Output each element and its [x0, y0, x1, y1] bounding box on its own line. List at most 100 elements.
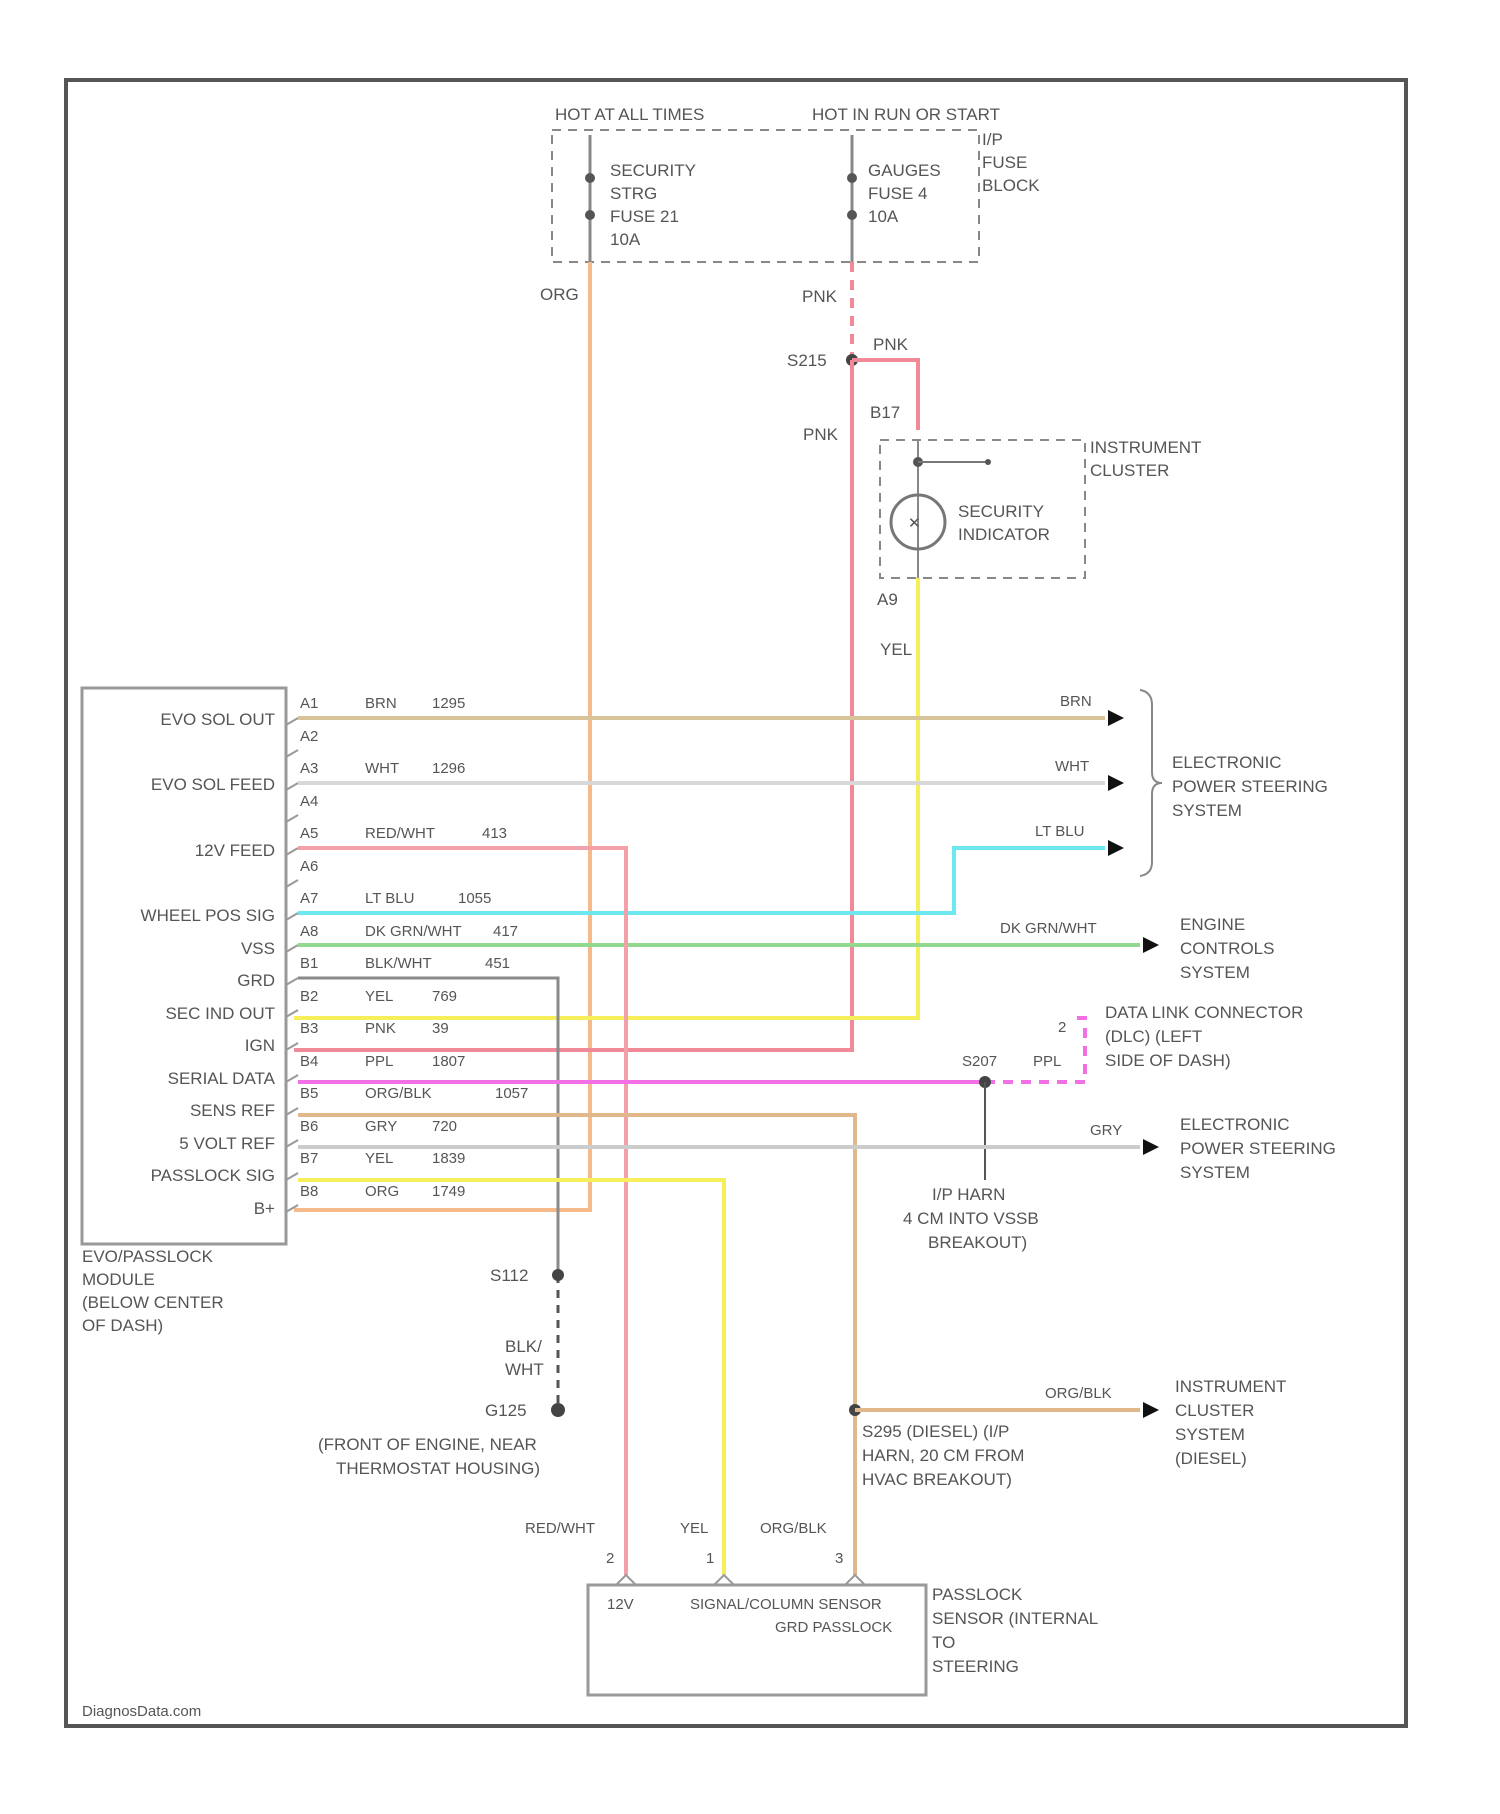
module-pin-ids: A1 A2 A3 A4 A5 A6 A7 A8 B1 B2 B3 B4 B5 B…: [300, 695, 318, 1200]
yel-cluster-label: YEL: [880, 640, 912, 659]
footer-watermark: DiagnosData.com: [82, 1703, 201, 1720]
fuse1-line4: 10A: [610, 230, 641, 249]
pin-id-a5: A5: [300, 825, 318, 842]
wht-right-label: WHT: [1055, 758, 1089, 775]
dlc-line1: DATA LINK CONNECTOR: [1105, 1003, 1303, 1022]
pin-12v-feed: 12V FEED: [195, 841, 275, 860]
diagram-frame: [66, 80, 1406, 1726]
wire-b6-circuit: 720: [432, 1118, 457, 1135]
wire-blkwht: [298, 978, 558, 1275]
pin-id-a2: A2: [300, 728, 318, 745]
sensor-wire1-label: RED/WHT: [525, 1520, 595, 1537]
sensor-label-3: TO: [932, 1633, 955, 1652]
wire-yel-secind: [294, 578, 918, 1018]
sensor-pin-12v: 12V: [607, 1596, 634, 1613]
fuse2-line3: 10A: [868, 207, 899, 226]
b17-label: B17: [870, 403, 900, 422]
a9-label: A9: [877, 590, 898, 609]
pnk3-label: PNK: [803, 425, 839, 444]
wire-b7-color: YEL: [365, 1150, 393, 1167]
pin-id-a6: A6: [300, 858, 318, 875]
wire-b4-circuit: 1807: [432, 1053, 465, 1070]
org-label: ORG: [540, 285, 579, 304]
s295-line2: HARN, 20 CM FROM: [862, 1446, 1024, 1465]
cluster-label-2: CLUSTER: [1090, 461, 1169, 480]
cluster-label-1: INSTRUMENT: [1090, 438, 1201, 457]
eps2-line3: SYSTEM: [1180, 1163, 1250, 1182]
eps2-line1: ELECTRONIC: [1180, 1115, 1290, 1134]
sensor-label-1: PASSLOCK: [932, 1585, 1023, 1604]
pin-id-b7: B7: [300, 1150, 318, 1167]
ground-g125-icon: [551, 1403, 565, 1417]
wire-ltblu: [298, 848, 1105, 913]
pin-id-a1: A1: [300, 695, 318, 712]
pin-vss: VSS: [241, 939, 275, 958]
pin-evo-sol-out: EVO SOL OUT: [160, 710, 275, 729]
ip-harn-line3: BREAKOUT): [928, 1233, 1027, 1252]
wire-b8-circuit: 1749: [432, 1183, 465, 1200]
wire-b2-circuit: 769: [432, 988, 457, 1005]
dlc-pin-label: 2: [1058, 1019, 1066, 1036]
module-label-1: EVO/PASSLOCK: [82, 1247, 214, 1266]
eps1-line1: ELECTRONIC: [1172, 753, 1282, 772]
pin-id-b5: B5: [300, 1085, 318, 1102]
wire-a1-color: BRN: [365, 695, 397, 712]
fuse-block-label-2: FUSE: [982, 153, 1027, 172]
fuse-block-label-3: BLOCK: [982, 176, 1040, 195]
blkwht-label-2: WHT: [505, 1360, 544, 1379]
pnk2-label: PNK: [873, 335, 909, 354]
orgblk-right-label: ORG/BLK: [1045, 1385, 1112, 1402]
module-label-3: (BELOW CENTER: [82, 1293, 224, 1312]
wire-b5-circuit: 1057: [495, 1085, 528, 1102]
dlc-line2: (DLC) (LEFT: [1105, 1027, 1202, 1046]
sensor-label-2: SENSOR (INTERNAL: [932, 1609, 1098, 1628]
fuse2-term-bot: [847, 210, 857, 220]
indicator-label-2: INDICATOR: [958, 525, 1050, 544]
sensor-label-4: STEERING: [932, 1657, 1019, 1676]
wire-b2-color: YEL: [365, 988, 393, 1005]
brn-right-label: BRN: [1060, 693, 1092, 710]
sensor-wire2-label: YEL: [680, 1520, 708, 1537]
arrow-dkgrn: [1143, 937, 1159, 953]
wire-a3-color: WHT: [365, 760, 399, 777]
fuse1-line3: FUSE 21: [610, 207, 679, 226]
wire-b7-circuit: 1839: [432, 1150, 465, 1167]
wire-b1-circuit: 451: [485, 955, 510, 972]
eps2-line2: POWER STEERING: [1180, 1139, 1336, 1158]
ecs-line3: SYSTEM: [1180, 963, 1250, 982]
wire-ppl-dash: [985, 1018, 1085, 1082]
fuse1-line2: STRG: [610, 184, 657, 203]
wire-a8-color: DK GRN/WHT: [365, 923, 462, 940]
gry-right-label: GRY: [1090, 1122, 1122, 1139]
hot-at-all-times-label: HOT AT ALL TIMES: [555, 105, 704, 124]
fuse2-term-top: [847, 173, 857, 183]
arrow-gry: [1143, 1139, 1159, 1155]
pin-id-b2: B2: [300, 988, 318, 1005]
s112-label: S112: [490, 1266, 528, 1285]
dkgrn-right-label: DK GRN/WHT: [1000, 920, 1097, 937]
ip-harn-line2: 4 CM INTO VSSB: [903, 1209, 1039, 1228]
pin-id-a3: A3: [300, 760, 318, 777]
pin-passlock-sig: PASSLOCK SIG: [151, 1166, 275, 1185]
module-label-2: MODULE: [82, 1270, 155, 1289]
sensor-pin3: 3: [835, 1550, 843, 1567]
sensor-pin2: 1: [706, 1550, 714, 1567]
g125-label: G125: [485, 1401, 527, 1420]
wire-a5-circuit: 413: [482, 825, 507, 842]
arrow-orgblk: [1143, 1402, 1159, 1418]
wire-a1-circuit: 1295: [432, 695, 465, 712]
pin-id-a7: A7: [300, 890, 318, 907]
icsys-line2: CLUSTER: [1175, 1401, 1254, 1420]
wire-b5-color: ORG/BLK: [365, 1085, 432, 1102]
module-label-4: OF DASH): [82, 1316, 163, 1335]
sensor-pin-grd: GRD PASSLOCK: [775, 1619, 892, 1636]
fuse1-term-bot: [585, 210, 595, 220]
hot-in-run-label: HOT IN RUN OR START: [812, 105, 1000, 124]
s215-label: S215: [787, 351, 827, 370]
wire-b1-color: BLK/WHT: [365, 955, 432, 972]
module-wire-labels: BRN 1295 WHT 1296 RED/WHT 413 LT BLU 105…: [365, 695, 528, 1200]
wire-a3-circuit: 1296: [432, 760, 465, 777]
splice-s112: [552, 1269, 564, 1281]
wire-a7-color: LT BLU: [365, 890, 414, 907]
icsys-line1: INSTRUMENT: [1175, 1377, 1286, 1396]
